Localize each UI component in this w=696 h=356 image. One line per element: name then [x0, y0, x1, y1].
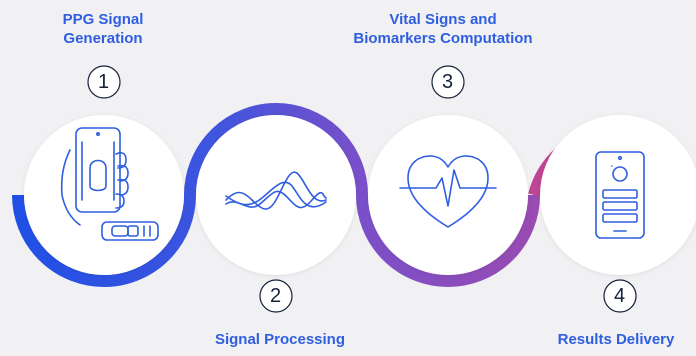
step-2-title-line-1: Signal Processing	[214, 331, 346, 348]
step-2-title: Signal Processing	[190, 330, 370, 349]
step-1-badge	[87, 65, 121, 99]
step-1-title-line-1: PPG Signal	[62, 11, 144, 28]
step-4-title-line-1: Results Delivery	[557, 331, 675, 348]
step-3-title-line-1: Vital Signs and	[389, 11, 497, 28]
step-2-badge	[259, 279, 293, 313]
step-4-number: 4	[614, 285, 626, 307]
step-3-badge	[431, 65, 465, 99]
step-3-title-line-2: Biomarkers Computation	[353, 30, 533, 47]
phone-results-icon	[595, 151, 645, 239]
step-3-number: 3	[442, 71, 454, 93]
step-2-number: 2	[270, 285, 282, 307]
step-1-title-line-2: Generation	[63, 30, 143, 47]
signal-wave-icon	[225, 171, 327, 210]
step-1-number: 1	[98, 71, 110, 93]
phone-finger-oximeter-icon	[60, 127, 159, 241]
step-4-badge	[603, 279, 637, 313]
heart-pulse-icon	[399, 155, 497, 228]
step-1-title: PPG Signal Generation	[48, 10, 158, 48]
step-3-title: Vital Signs and Biomarkers Computation	[318, 10, 568, 48]
step-4-title: Results Delivery	[536, 330, 696, 349]
